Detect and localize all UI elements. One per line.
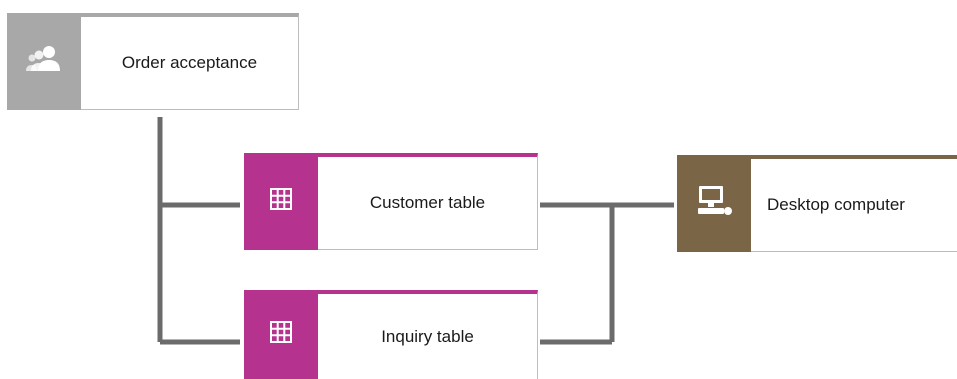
desktop-computer-icon <box>695 184 733 223</box>
node-desktop-computer[interactable]: Desktop computer <box>677 155 957 252</box>
order-acceptance-label: Order acceptance <box>81 13 299 110</box>
node-order-acceptance[interactable]: Order acceptance <box>7 13 299 110</box>
node-customer-table[interactable]: Customer table <box>244 153 538 250</box>
table-grid-icon <box>269 320 293 349</box>
table-grid-icon <box>269 187 293 216</box>
inquiry-table-icon-panel <box>244 290 318 379</box>
customer-table-label: Customer table <box>318 153 538 250</box>
people-group-icon <box>24 43 64 80</box>
order-acceptance-icon-panel <box>7 13 81 110</box>
customer-table-icon-panel <box>244 153 318 250</box>
node-inquiry-table[interactable]: Inquiry table <box>244 290 538 379</box>
desktop-computer-icon-panel <box>677 155 751 252</box>
desktop-computer-label: Desktop computer <box>751 155 957 252</box>
inquiry-table-label: Inquiry table <box>318 290 538 379</box>
